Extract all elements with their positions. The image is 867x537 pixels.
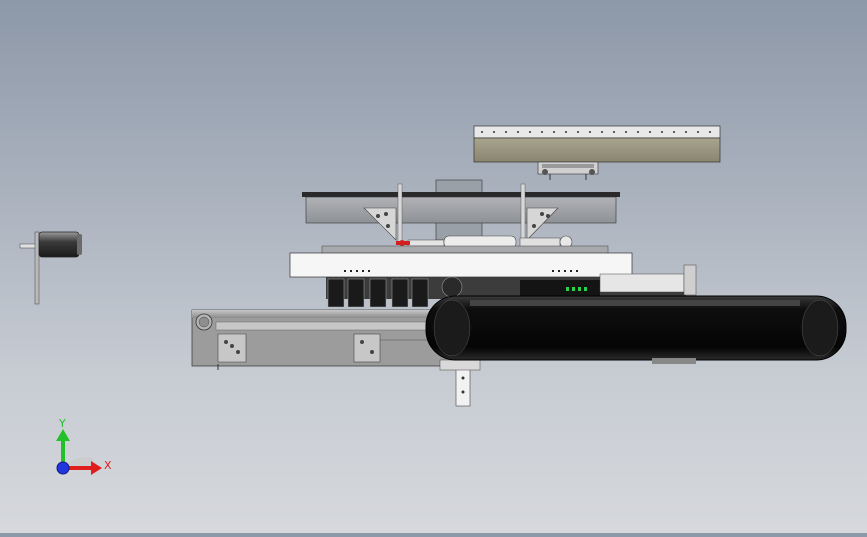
y-axis-arrow	[56, 429, 70, 441]
track-icon[interactable]	[425, 295, 847, 364]
base-frame-icon[interactable]	[191, 309, 481, 407]
middle-board-icon[interactable]	[289, 245, 697, 308]
top-plate-icon[interactable]	[473, 125, 721, 180]
upper-platform-icon[interactable]	[302, 179, 620, 249]
x-axis-arrow	[91, 461, 102, 475]
x-axis-label: X	[104, 459, 112, 472]
z-axis-dot	[56, 461, 70, 475]
y-axis-label: Y	[58, 417, 66, 430]
coordinate-triad: Y X	[56, 417, 112, 475]
motor-icon[interactable]	[19, 231, 82, 305]
